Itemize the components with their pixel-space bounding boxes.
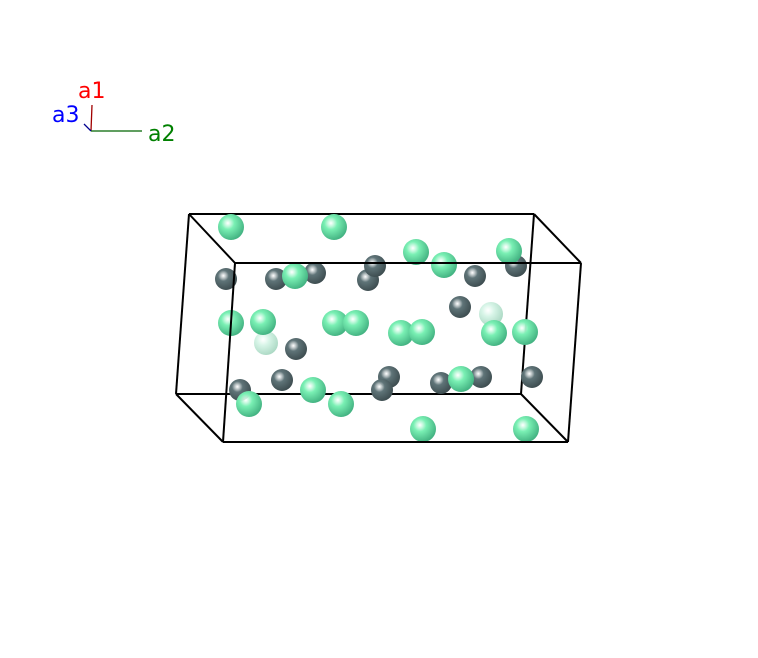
dark-slate-atom	[285, 338, 307, 360]
a3-axis-label: a3	[52, 103, 79, 128]
dark-slate-atom	[449, 296, 471, 318]
dark-slate-atom	[364, 255, 386, 277]
dark-slate-atom	[430, 372, 452, 394]
light-green-atom	[322, 310, 348, 336]
light-green-atom	[321, 214, 347, 240]
light-green-atom	[250, 309, 276, 335]
a1-axis-line	[90, 104, 93, 132]
a1-axis-label: a1	[78, 79, 105, 104]
light-green-atom	[481, 320, 507, 346]
light-green-atom	[282, 263, 308, 289]
dark-slate-atom	[215, 268, 237, 290]
light-green-atom	[431, 252, 457, 278]
light-green-atom	[410, 416, 436, 442]
dark-slate-atom	[521, 366, 543, 388]
dark-slate-atom	[464, 265, 486, 287]
axis-triad: a1 a3 a2	[52, 79, 175, 147]
a2-axis-label: a2	[148, 122, 175, 147]
a3-axis-line	[83, 123, 92, 132]
dark-slate-atom	[304, 262, 326, 284]
light-green-atom	[218, 214, 244, 240]
dark-slate-atom	[371, 379, 393, 401]
light-green-atom	[448, 366, 474, 392]
dark-slate-atom	[265, 268, 287, 290]
light-green-atom	[236, 391, 262, 417]
light-green-atom	[409, 319, 435, 345]
dark-slate-atom	[470, 366, 492, 388]
light-green-atom	[388, 320, 414, 346]
pale-green-atom	[254, 331, 278, 355]
light-green-atom	[403, 239, 429, 265]
light-green-atom	[328, 391, 354, 417]
unit-cell-front-edges	[222, 262, 582, 443]
light-green-atom	[512, 319, 538, 345]
light-green-atom	[300, 377, 326, 403]
light-green-atom	[343, 310, 369, 336]
pale-green-atom	[479, 302, 503, 326]
atoms	[215, 214, 543, 442]
dark-slate-atom	[271, 369, 293, 391]
light-green-atom	[513, 416, 539, 442]
light-green-atom	[496, 238, 522, 264]
